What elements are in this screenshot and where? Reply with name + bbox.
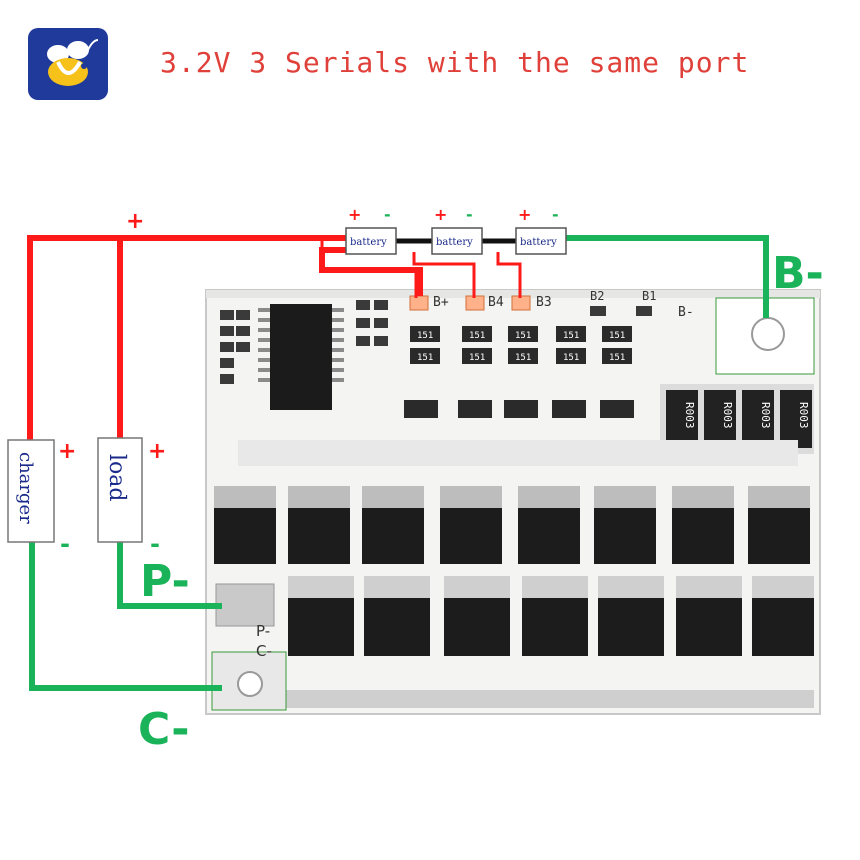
- charger-label: charger: [15, 452, 36, 524]
- page-title: 3.2V 3 Serials with the same port: [160, 46, 750, 79]
- pad-label-b2: B2: [590, 289, 604, 303]
- load: load + -: [97, 437, 166, 558]
- edge-label-c-minus: C-: [256, 642, 272, 660]
- sense-resistor-label: R003: [721, 402, 734, 429]
- sense-resistor-label: R003: [797, 402, 810, 429]
- sense-resistor-label: R003: [759, 402, 772, 429]
- load-label: load: [104, 454, 129, 501]
- mosfet-row-top: [214, 508, 810, 564]
- control-ic: [270, 304, 332, 410]
- pad-label-b-minus: B-: [678, 305, 694, 320]
- charger-minus: -: [60, 530, 70, 558]
- battery-cell-3: battery + -: [515, 205, 567, 255]
- battery-plus: +: [518, 205, 531, 224]
- battery-minus: -: [384, 205, 391, 224]
- svg-text:151: 151: [417, 353, 433, 363]
- svg-text:battery: battery: [350, 237, 387, 248]
- p-minus-label: P-: [140, 556, 190, 607]
- charger-plus: +: [58, 439, 76, 464]
- charger: charger + -: [7, 439, 76, 558]
- c-minus-label: C-: [138, 704, 190, 755]
- sense-resistor-label: R003: [683, 402, 696, 429]
- svg-text:151: 151: [417, 331, 433, 341]
- svg-text:151: 151: [609, 331, 625, 341]
- battery-plus: +: [348, 205, 361, 224]
- pad-label-b-plus: B+: [433, 295, 449, 310]
- negative-wires: [29, 235, 769, 691]
- c-minus-pad: [211, 651, 287, 711]
- battery-minus: -: [466, 205, 473, 224]
- battery-plus: +: [434, 205, 447, 224]
- svg-text:battery: battery: [436, 237, 473, 248]
- svg-text:151: 151: [563, 331, 579, 341]
- battery-minus: -: [552, 205, 559, 224]
- svg-text:151: 151: [515, 331, 531, 341]
- edge-label-p-minus: P-: [256, 622, 270, 640]
- mosfet-row-bottom: [288, 598, 814, 656]
- battery-cell-2: battery + -: [431, 205, 483, 255]
- bee-logo: [28, 28, 108, 100]
- pad-label-b1: B1: [642, 289, 656, 303]
- top-plus-label: +: [126, 209, 144, 234]
- svg-text:151: 151: [563, 353, 579, 363]
- pad-label-b4: B4: [488, 295, 504, 310]
- balance-pads: [409, 295, 652, 316]
- svg-text:151: 151: [469, 353, 485, 363]
- battery-cell-1: battery + -: [345, 205, 397, 255]
- svg-text:battery: battery: [520, 237, 557, 248]
- pad-label-b3: B3: [536, 295, 552, 310]
- p-minus-pad: [215, 583, 275, 627]
- svg-text:151: 151: [515, 353, 531, 363]
- smd-resistor-array: 151 151 151 151 151 151 151 151 151 151: [410, 326, 632, 364]
- svg-text:151: 151: [609, 353, 625, 363]
- b-minus-label: B-: [772, 248, 824, 299]
- load-minus: -: [150, 530, 160, 558]
- load-plus: +: [148, 439, 166, 464]
- svg-text:151: 151: [469, 331, 485, 341]
